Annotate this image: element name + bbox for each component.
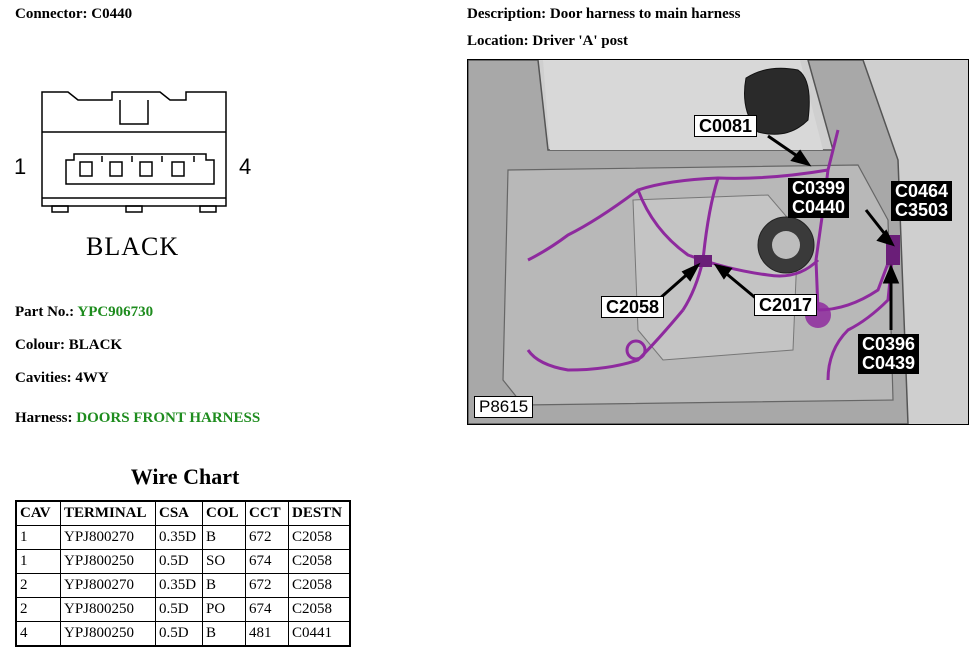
cavities-row: Cavities: 4WY (15, 370, 109, 387)
cell-destn: C2058 (288, 573, 351, 598)
colour-value: BLACK (68, 337, 123, 353)
callout-c0396: C0396 (862, 334, 916, 354)
location-row: Location: Driver 'A' post (467, 33, 628, 50)
header-cct: CCT (245, 500, 289, 526)
colour-label: Colour: (15, 337, 65, 353)
cell-cct: 674 (245, 549, 289, 574)
callout-c3503: C3503 (895, 200, 949, 220)
wire-chart-table: CAV TERMINAL CSA COL CCT DESTN 1 YPJ8002… (15, 500, 351, 647)
description-label: Description: (467, 6, 547, 22)
cell-csa: 0.35D (155, 573, 203, 598)
connector-id: C0440 (91, 6, 133, 22)
callout-c0464: C0464 (895, 181, 949, 201)
harness-link[interactable]: DOORS FRONT HARNESS (76, 410, 261, 426)
connector-heading-label: Connector: (15, 6, 88, 22)
cell-terminal: YPJ800250 (60, 597, 156, 622)
cell-cav: 1 (15, 549, 61, 574)
cell-cct: 672 (245, 525, 289, 550)
connector-heading: Connector: C0440 (15, 6, 132, 23)
cell-cct: 481 (245, 621, 289, 647)
callout-c0396-c0439: C0396 C0439 (858, 334, 920, 374)
colour-row: Colour: BLACK (15, 337, 122, 354)
location-label: Location: (467, 33, 529, 49)
cell-col: PO (202, 597, 246, 622)
part-number-label: Part No.: (15, 304, 75, 320)
cell-col: B (202, 573, 246, 598)
callout-c0464-c3503: C0464 C3503 (891, 181, 953, 221)
cell-cav: 1 (15, 525, 61, 550)
cell-csa: 0.5D (155, 597, 203, 622)
location-illustration: C0081 C0399 C0440 C0464 C3503 C2058 C201… (467, 59, 969, 425)
callout-c0081: C0081 (694, 115, 758, 137)
pin-1-label: 1 (14, 154, 26, 179)
callout-c0439: C0439 (862, 353, 916, 373)
cell-terminal: YPJ800250 (60, 621, 156, 647)
cell-csa: 0.35D (155, 525, 203, 550)
part-number-link[interactable]: YPC906730 (77, 304, 154, 320)
cavities-label: Cavities: (15, 370, 72, 386)
cell-destn: C0441 (288, 621, 351, 647)
cell-col: B (202, 525, 246, 550)
callout-c2017: C2017 (754, 294, 818, 316)
description-value: Door harness to main harness (549, 6, 741, 22)
table-row: 1 YPJ800270 0.35D B 672 C2058 (15, 525, 351, 550)
cell-csa: 0.5D (155, 621, 203, 647)
wire-chart-title: Wire Chart (130, 464, 240, 489)
cell-cav: 2 (15, 573, 61, 598)
connector-face-drawing: 1 4 (14, 91, 251, 213)
cell-csa: 0.5D (155, 549, 203, 574)
cell-destn: C2058 (288, 597, 351, 622)
table-row: 2 YPJ800250 0.5D PO 674 C2058 (15, 597, 351, 622)
cell-cav: 2 (15, 597, 61, 622)
callout-c2058: C2058 (601, 296, 665, 318)
cell-col: B (202, 621, 246, 647)
cavities-value: 4WY (75, 370, 109, 386)
table-row: 4 YPJ800250 0.5D B 481 C0441 (15, 621, 351, 647)
cell-col: SO (202, 549, 246, 574)
cell-terminal: YPJ800270 (60, 525, 156, 550)
cell-destn: C2058 (288, 525, 351, 550)
pin-4-label: 4 (239, 154, 251, 179)
description-row: Description: Door harness to main harnes… (467, 6, 740, 23)
cell-cct: 672 (245, 573, 289, 598)
cell-terminal: YPJ800270 (60, 573, 156, 598)
header-col: COL (202, 500, 246, 526)
cell-cav: 4 (15, 621, 61, 647)
harness-row: Harness: DOORS FRONT HARNESS (15, 410, 260, 427)
harness-label: Harness: (15, 410, 73, 426)
cell-terminal: YPJ800250 (60, 549, 156, 574)
header-terminal: TERMINAL (60, 500, 156, 526)
callout-c0399-c0440: C0399 C0440 (788, 178, 850, 218)
table-row: 2 YPJ800270 0.35D B 672 C2058 (15, 573, 351, 598)
header-destn: DESTN (288, 500, 351, 526)
cell-destn: C2058 (288, 549, 351, 574)
cell-cct: 674 (245, 597, 289, 622)
callout-c0399: C0399 (792, 178, 846, 198)
connector-color-caption: BLACK (86, 232, 180, 261)
figure-id: P8615 (474, 396, 534, 418)
location-value: Driver 'A' post (532, 33, 628, 49)
header-cav: CAV (15, 500, 61, 526)
header-csa: CSA (155, 500, 203, 526)
table-row: 1 YPJ800250 0.5D SO 674 C2058 (15, 549, 351, 574)
part-number-row: Part No.: YPC906730 (15, 304, 153, 321)
wire-chart-header-row: CAV TERMINAL CSA COL CCT DESTN (15, 500, 351, 526)
callout-c0440: C0440 (792, 197, 846, 217)
